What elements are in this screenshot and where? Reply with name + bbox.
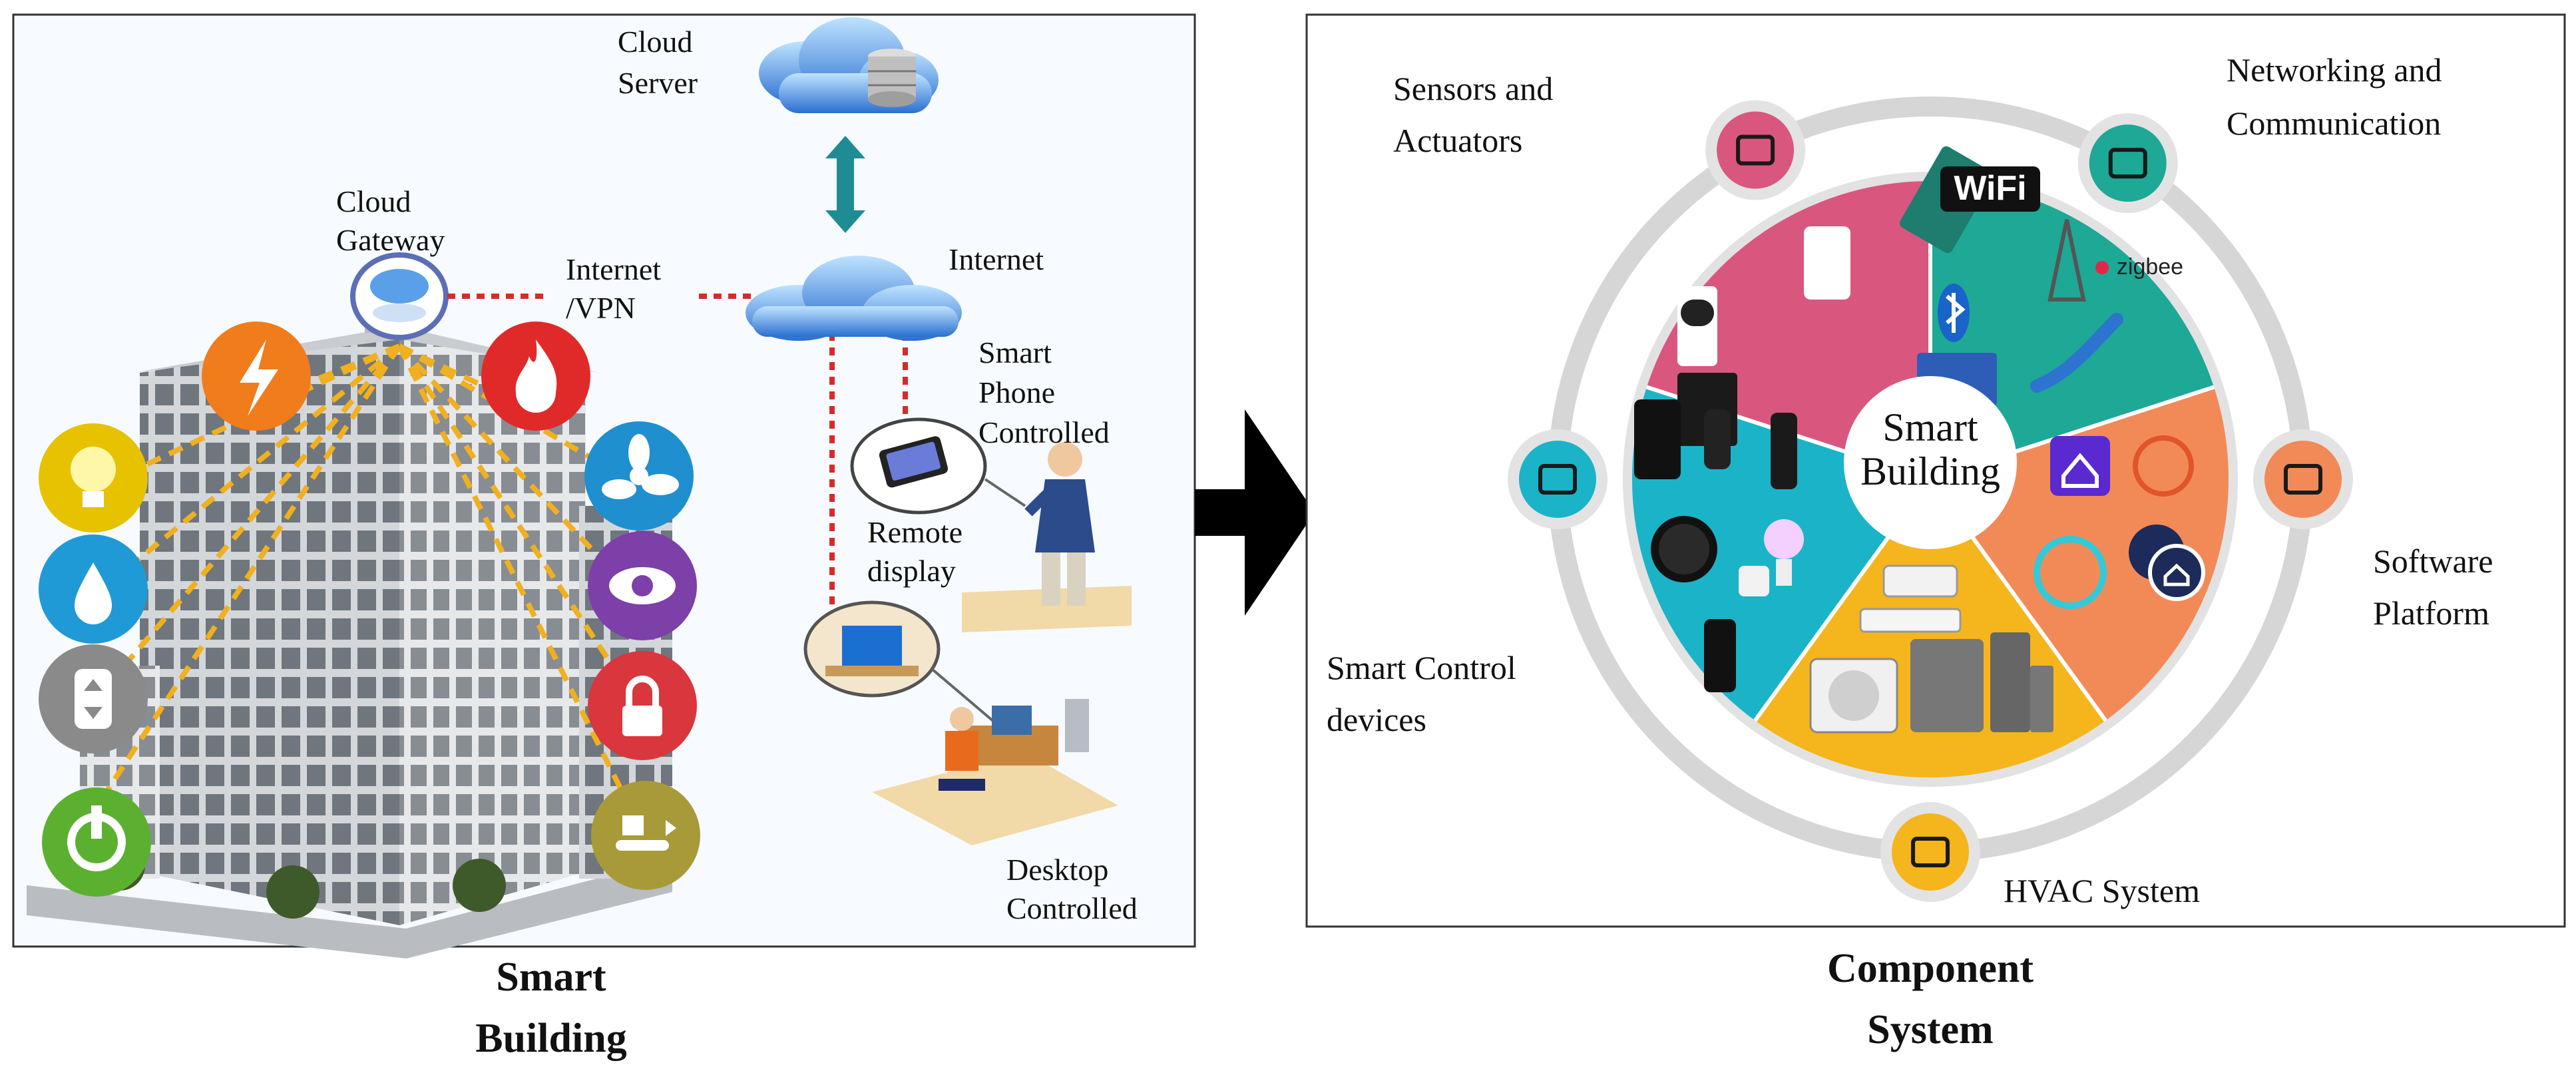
label-internet: Internet	[949, 242, 1044, 276]
label-control-2: devices	[1327, 701, 1426, 738]
internet-cloud-icon	[746, 256, 962, 341]
label-remote-display-2: display	[867, 554, 956, 588]
label-cloud-gateway-2: Gateway	[336, 223, 445, 257]
label-desktop-2: Controlled	[1006, 891, 1138, 925]
label-smart-phone-2: Phone	[978, 375, 1055, 409]
label-cloud-gateway-1: Cloud	[336, 184, 411, 218]
label-hvac: HVAC System	[2004, 872, 2200, 909]
label-sensors-1: Sensors and	[1393, 70, 1553, 107]
device-icon-elevator	[39, 644, 148, 754]
caption-smart-building-2: Building	[475, 1016, 626, 1061]
label-software-2: Platform	[2373, 594, 2489, 632]
network-devices-cluster: WiFi zigbee	[1938, 166, 2183, 393]
smart-building-panel: Cloud Server Cloud Gateway Internet /VPN…	[12, 13, 1196, 1061]
component-system-panel: WiFi zigbee	[1305, 13, 2566, 1052]
label-cloud-server-1: Cloud	[618, 25, 692, 59]
label-smart-phone-3: Controlled	[978, 415, 1110, 449]
person-illustration	[962, 442, 1132, 632]
hvac-devices-cluster	[1809, 564, 2053, 734]
center-label-2: Building	[1860, 449, 2000, 493]
device-icon-conveyor	[591, 781, 700, 890]
wifi-logo-text: WiFi	[1954, 169, 2026, 208]
caption-component-system-1: Component	[1827, 946, 2034, 991]
label-control-1: Smart Control	[1327, 649, 1516, 686]
device-icon-fire	[481, 322, 590, 431]
software-icon	[2253, 429, 2353, 529]
sensor-icon	[1705, 100, 1806, 200]
device-icon-bulb	[39, 423, 148, 533]
caption-smart-building-1: Smart	[496, 955, 606, 1000]
label-internet-vpn-1: Internet	[566, 252, 661, 286]
label-software-1: Software	[2373, 542, 2493, 580]
software-apps-cluster	[2034, 435, 2205, 609]
device-icon-water-drop	[39, 535, 148, 644]
control-devices-cluster	[1634, 399, 1804, 692]
zigbee-logo-text: zigbee	[2117, 254, 2183, 280]
device-icon-lock	[588, 651, 697, 760]
control-devices-icon	[1508, 429, 1608, 529]
label-network-1: Networking and	[2227, 51, 2442, 89]
desktop-illustration	[872, 699, 1118, 845]
device-icon-eye	[588, 531, 697, 640]
label-internet-vpn-2: /VPN	[566, 291, 636, 325]
caption-component-system-2: System	[1867, 1007, 1993, 1052]
label-desktop-1: Desktop	[1006, 853, 1108, 887]
device-icon-fan	[584, 421, 694, 531]
label-remote-display-1: Remote	[867, 515, 963, 549]
cloud-gateway-icon	[350, 252, 449, 340]
network-icon	[2077, 113, 2178, 214]
device-icon-plug	[42, 787, 151, 897]
label-cloud-server-2: Server	[618, 66, 698, 100]
transition-arrow	[1195, 409, 1315, 616]
cloud-server-icon	[759, 17, 939, 113]
server-internet-arrow	[825, 136, 865, 233]
label-sensors-2: Actuators	[1393, 122, 1522, 159]
center-hub	[1844, 376, 2017, 549]
label-network-2: Communication	[2227, 105, 2441, 142]
center-label-1: Smart	[1882, 405, 1978, 449]
network-links	[447, 294, 908, 606]
component-nodes	[1508, 100, 2353, 902]
remote-display-illustration	[803, 600, 1000, 727]
hvac-fan-icon	[1880, 802, 1980, 902]
label-smart-phone-1: Smart	[978, 335, 1052, 369]
device-icon-lightning	[202, 322, 311, 431]
smart-phone-illustration	[850, 417, 1026, 515]
